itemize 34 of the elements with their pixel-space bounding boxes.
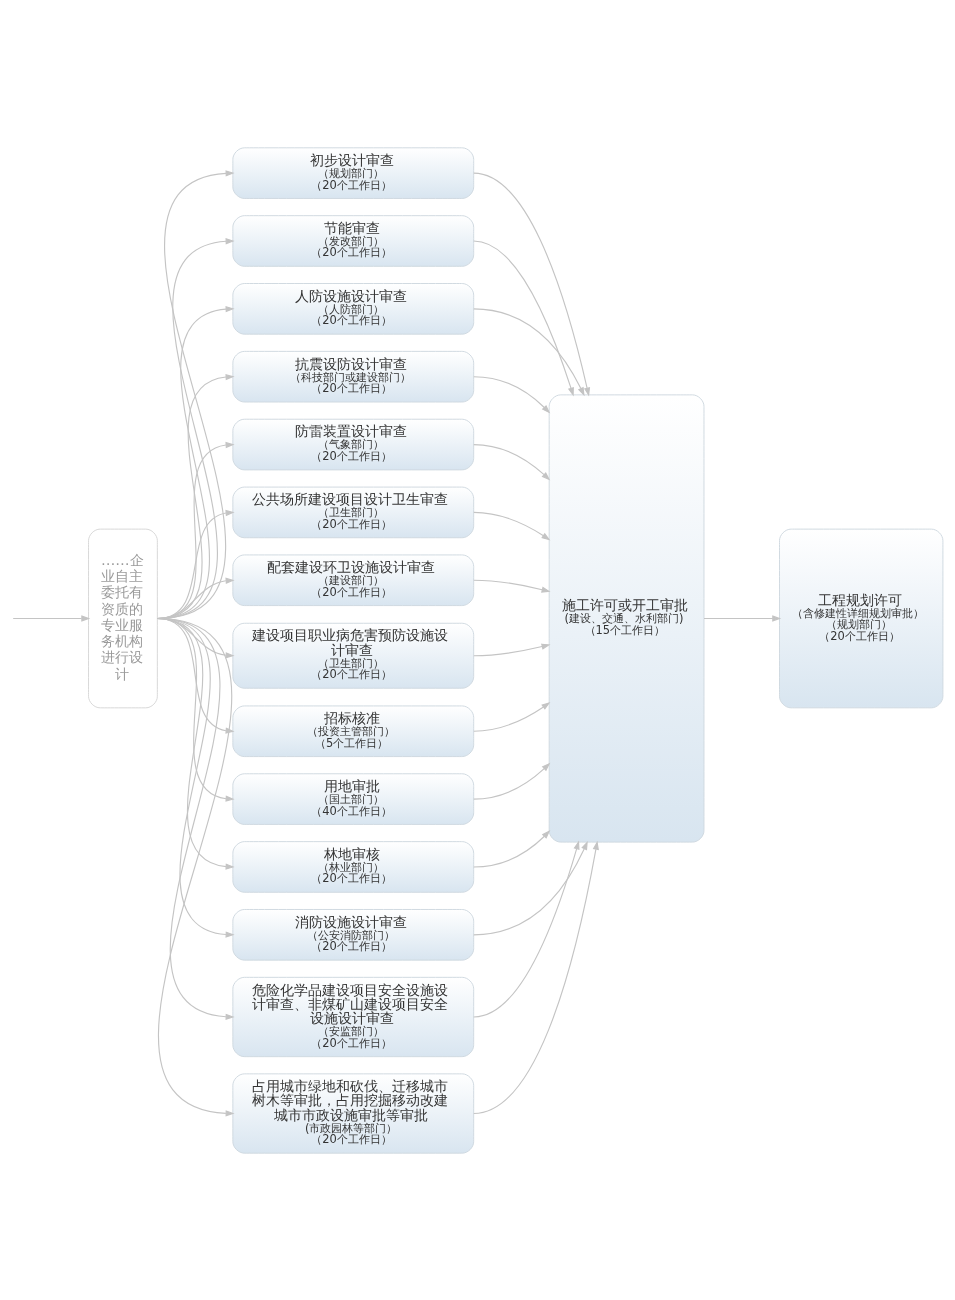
arrow [473,643,551,656]
node-box: 危险化学品建设项目安全设施设计审查、非煤矿山建设项目安全设施设计审查 （安监部门） （20个工作日） [232,976,475,1057]
node-box: 节能审查 （发改部门） （20个工作日） [232,214,475,267]
node-box: 招标核准 （投资主管部门） （5个工作日） [232,704,475,757]
node-box: 建设项目职业病危害预防设施设计审查 （卫生部门） （20个工作日） [232,622,475,689]
arrow [473,172,591,397]
arrow [473,701,551,732]
arrow [473,375,551,414]
node-box: 配套建设环卫设施设计审查 （建设部门） （20个工作日） [232,553,475,606]
arrow [473,840,580,1018]
node-box: 防雷装置设计审查 （气象部门） （20个工作日） [232,418,475,470]
arrow [473,443,551,481]
node-box: 抗震设防设计审查 （科技部门或建设部门） （20个工作日） [232,350,475,402]
node-box: 消防设施设计审查 （公安消防部门） （20个工作日） [232,908,475,961]
node-box: 林地审核 （林业部门） （20个工作日） [232,840,475,893]
arrow [473,829,551,868]
arrow [473,239,574,396]
arrow [473,579,551,593]
node-box: 公共场所建设项目设计卫生审查 （卫生部门） （20个工作日） [232,486,475,538]
arrow [703,614,782,622]
node-box: 初步设计审查 （规划部门） （20个工作日） [232,146,475,199]
arrow [473,307,585,396]
arrow [473,840,588,935]
node-box: 人防设施设计审查 （人防部门） （20个工作日） [232,282,475,335]
arrow [473,762,551,800]
node-box: 工程规划许可 （含修建性详细规划审批） （规划部门） （20个工作日） [779,528,944,708]
arrow [473,840,599,1114]
arrow [156,617,235,1116]
arrow [473,511,551,540]
node-box: 占用城市绿地和砍伐、迁移城市树木等审批，占用挖掘移动改建城市市政设施审批等审批 (市政园林等部门） （20个工作日） [232,1072,475,1154]
node-box: 施工许可或开工审批 (建设、交通、水利部门) （15个工作日） [548,393,705,843]
node-box: 用地审批 （国土部门） （40个工作日） [232,772,475,825]
node-box: ……企业自主委托有资质的专业服务机构进行设计 [88,528,158,708]
arrow [12,614,91,622]
